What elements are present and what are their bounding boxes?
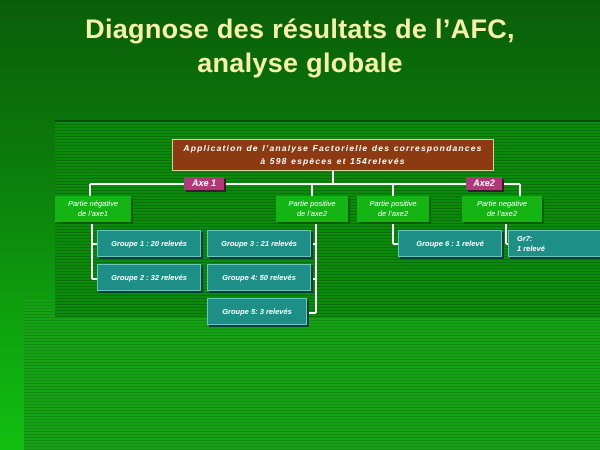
partie-node-2: Partie positive de l’axe2 [276, 196, 348, 222]
slide-title-line-2: analyse globale [197, 48, 403, 78]
partie-node-4-line-1: Partie negative [476, 199, 528, 208]
partie-node-2-line-2: de l’axe2 [296, 209, 328, 218]
group-node-2: Groupe 2 : 32 relevés [97, 264, 201, 291]
slide-title-line-1: Diagnose des résultats de l’AFC, [85, 14, 515, 44]
partie-node-2-line-1: Partie positive [288, 199, 336, 208]
partie-node-4-line-2: de l’axe2 [486, 209, 518, 218]
partie-node-1-line-1: Partie négative [67, 199, 119, 208]
group-node-1: Groupe 1 : 20 relevés [97, 230, 201, 257]
root-node: Application de l’analyse Factorielle des… [172, 139, 494, 171]
partie-node-3-line-2: de l’axe2 [377, 209, 409, 218]
partie-node-3: Partie positive de l’axe2 [357, 196, 429, 222]
group-node-7-line-1: Gr7: [517, 234, 533, 243]
partie-node-3-line-1: Partie positive [369, 199, 417, 208]
axis-node-2: Axe2 [466, 177, 502, 190]
group-node-3: Groupe 3 : 21 relevés [207, 230, 311, 257]
root-node-line-2: à 598 espèces et 154relevés [260, 156, 406, 166]
background-panel-lower [24, 300, 600, 450]
partie-node-1-line-2: de l’axe1 [77, 209, 109, 218]
partie-node-4: Partie negative de l’axe2 [462, 196, 542, 222]
group-node-7-line-2: 1 relevé [517, 244, 545, 253]
axis-node-1: Axe 1 [184, 177, 224, 190]
group-node-7: Gr7: 1 relevé [508, 230, 600, 257]
partie-node-1: Partie négative de l’axe1 [55, 196, 131, 222]
group-node-5: Groupe 5: 3 relevés [207, 298, 307, 325]
slide-title: Diagnose des résultats de l’AFC, analyse… [0, 12, 600, 80]
group-node-6: Groupe 6 : 1 relevé [398, 230, 502, 257]
root-node-line-1: Application de l’analyse Factorielle des… [183, 143, 483, 153]
group-node-4: Groupe 4: 50 relevés [207, 264, 311, 291]
